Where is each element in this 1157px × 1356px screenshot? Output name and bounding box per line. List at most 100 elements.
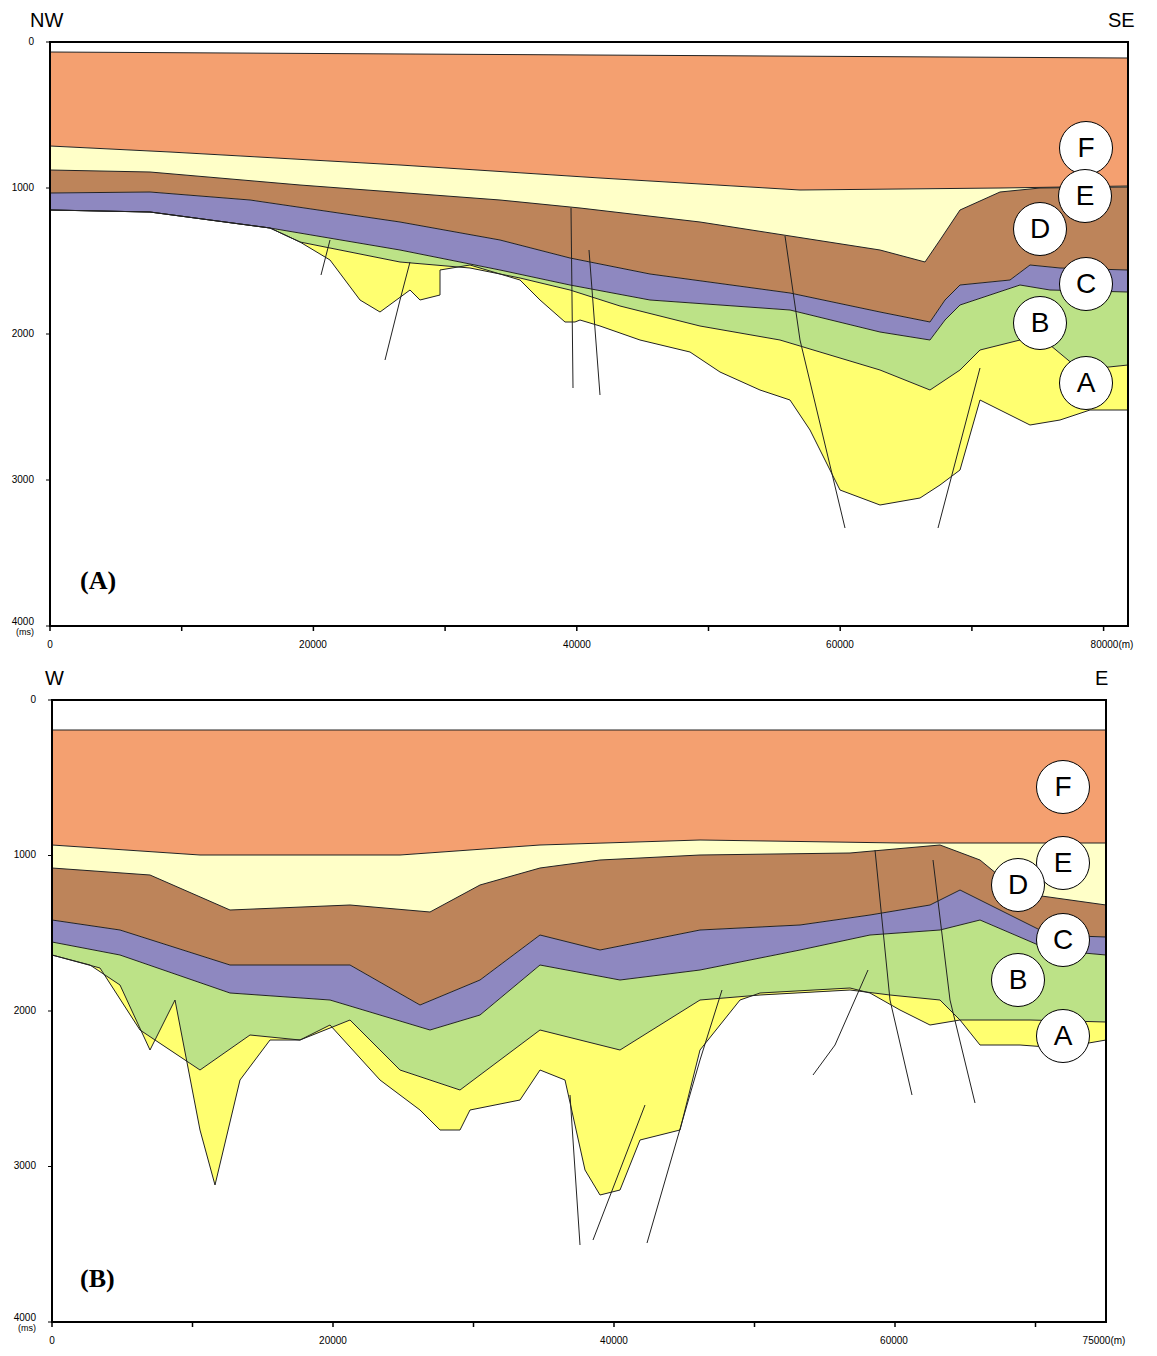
unit-letter: C — [1076, 270, 1096, 298]
fault-line — [813, 970, 868, 1075]
unit-callout-circle: B — [991, 953, 1045, 1007]
axis-value-text: 0 — [28, 36, 34, 47]
fault-line — [938, 368, 980, 528]
direction-label: SE — [1108, 10, 1135, 30]
horizon-line — [52, 955, 1106, 1195]
direction-label: NW — [30, 10, 63, 30]
axis-tick — [576, 626, 578, 631]
axis-value-text: 3000 — [14, 1160, 36, 1171]
layer-a — [52, 955, 1106, 1195]
horizon-line — [52, 920, 1106, 1030]
unit-letter: E — [1076, 182, 1095, 210]
axis-value-text: 0 — [47, 639, 53, 650]
direction-label-text: NW — [30, 9, 63, 31]
axis-value: 3000 — [14, 1161, 36, 1171]
panel-label-text: (B) — [80, 1264, 115, 1293]
direction-label-text: E — [1095, 667, 1108, 689]
section-panel — [48, 700, 1106, 1327]
axis-tick — [754, 1322, 756, 1327]
axis-tick — [332, 1322, 334, 1327]
axis-value: 4000 — [14, 1313, 36, 1323]
axis-unit-text: (ms) — [16, 627, 34, 637]
axis-unit-text: (ms) — [18, 1323, 36, 1333]
horizon-line — [50, 210, 1128, 340]
axis-tick — [313, 626, 315, 631]
horizon-line — [50, 170, 1128, 262]
axis-tick — [1035, 1322, 1037, 1327]
axis-value: 3000 — [12, 475, 34, 485]
direction-label: W — [45, 668, 64, 688]
axis-tick — [46, 188, 50, 189]
axis-tick — [48, 1322, 52, 1323]
horizon-line — [50, 210, 1128, 505]
axis-value: 40000 — [600, 1336, 628, 1346]
unit-letter: A — [1077, 369, 1096, 397]
axis-value: 4000 — [12, 617, 34, 627]
axis-value: 80000(m) — [1091, 640, 1134, 650]
axis-value: 60000 — [880, 1336, 908, 1346]
horizon-line — [52, 730, 1106, 731]
axis-value-text: 4000 — [12, 616, 34, 627]
horizon-line — [50, 52, 1128, 58]
unit-callout-circle: C — [1036, 913, 1090, 967]
section-panel — [46, 42, 1128, 631]
axis-value-text: 60000 — [826, 639, 854, 650]
unit-letter: D — [1030, 215, 1050, 243]
axis-tick — [839, 626, 841, 631]
layer-f — [52, 730, 1106, 855]
axis-value: 0 — [49, 1336, 55, 1346]
axis-tick — [51, 1322, 53, 1327]
fault-line — [571, 208, 573, 388]
axis-value: 1000 — [12, 183, 34, 193]
direction-label: E — [1095, 668, 1108, 688]
axis-value-text: 40000 — [563, 639, 591, 650]
direction-label-text: SE — [1108, 9, 1135, 31]
axis-value-text: 20000 — [299, 639, 327, 650]
axis-value-text: 0 — [30, 694, 36, 705]
fault-line — [785, 236, 845, 528]
axis-tick — [48, 1166, 52, 1167]
axis-value-text: 4000 — [14, 1312, 36, 1323]
axis-tick — [444, 626, 446, 631]
fault-line — [385, 262, 410, 360]
horizon-line — [50, 210, 1128, 390]
horizon-line — [50, 146, 1128, 190]
horizon-line — [52, 890, 1106, 1005]
fault-line — [589, 250, 600, 395]
axis-value: 20000 — [319, 1336, 347, 1346]
axis-tick — [971, 626, 973, 631]
axis-value: 75000(m) — [1083, 1336, 1126, 1346]
fault-line — [647, 990, 722, 1243]
unit-callout-circle: F — [1036, 760, 1090, 814]
axis-tick — [473, 1322, 475, 1327]
plot-frame — [52, 700, 1106, 1322]
panel-label: (A) — [80, 568, 116, 594]
axis-value-text: 2000 — [14, 1005, 36, 1016]
axis-tick — [1103, 626, 1105, 631]
axis-tick — [48, 855, 52, 856]
axis-value-text: 3000 — [12, 474, 34, 485]
unit-callout-circle: E — [1058, 169, 1112, 223]
axis-tick — [46, 334, 50, 335]
unit-callout-circle: F — [1059, 121, 1113, 175]
axis-value: 2000 — [14, 1006, 36, 1016]
axis-value: 40000 — [563, 640, 591, 650]
axis-value: 0 — [47, 640, 53, 650]
axis-tick — [181, 626, 183, 631]
unit-callout-circle: A — [1059, 356, 1113, 410]
unit-letter: A — [1054, 1022, 1073, 1050]
panel-label: (B) — [80, 1266, 115, 1292]
unit-letter: F — [1054, 773, 1071, 801]
unit-callout-circle: D — [991, 858, 1045, 912]
axis-tick — [48, 1011, 52, 1012]
axis-value-text: 40000 — [600, 1335, 628, 1346]
axis-tick — [46, 626, 50, 627]
layer-a — [50, 210, 1128, 505]
axis-value: 0 — [28, 37, 34, 47]
axis-tick — [48, 700, 52, 701]
axis-tick — [49, 626, 51, 631]
axis-value: 60000 — [826, 640, 854, 650]
unit-callout-circle: D — [1013, 202, 1067, 256]
